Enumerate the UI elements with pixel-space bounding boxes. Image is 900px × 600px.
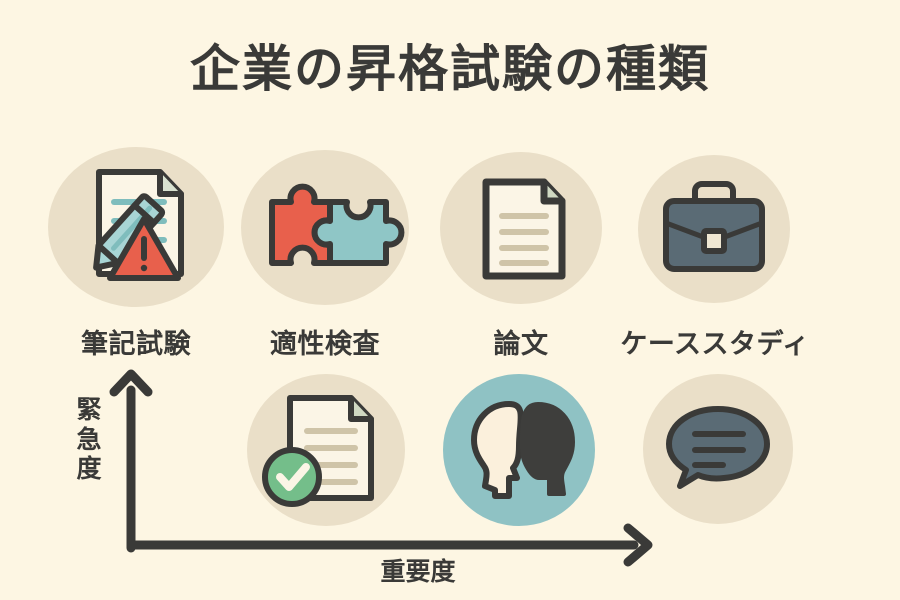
x-axis-arrowhead — [623, 523, 653, 567]
node-label-case-study: ケーススタディ — [620, 329, 810, 359]
x-axis-label: 重要度 — [380, 558, 456, 586]
document-pencil-warning-icon — [93, 169, 184, 281]
y-axis-label: 緊急度 — [76, 396, 102, 483]
speech-bubble-icon — [666, 406, 770, 489]
node-label-essay: 論文 — [493, 329, 549, 359]
briefcase-icon — [663, 181, 765, 272]
puzzle-pieces-icon — [269, 183, 405, 266]
node-label-aptitude-test: 適性検査 — [270, 329, 380, 359]
document-check-icon — [262, 395, 374, 507]
page-title: 企業の昇格試験の種類 — [190, 41, 710, 97]
y-axis-arrowhead — [109, 369, 153, 397]
two-heads-profile-icon — [471, 401, 575, 499]
node-label-written-exam: 筆記試験 — [81, 329, 191, 359]
document-icon — [482, 178, 566, 280]
